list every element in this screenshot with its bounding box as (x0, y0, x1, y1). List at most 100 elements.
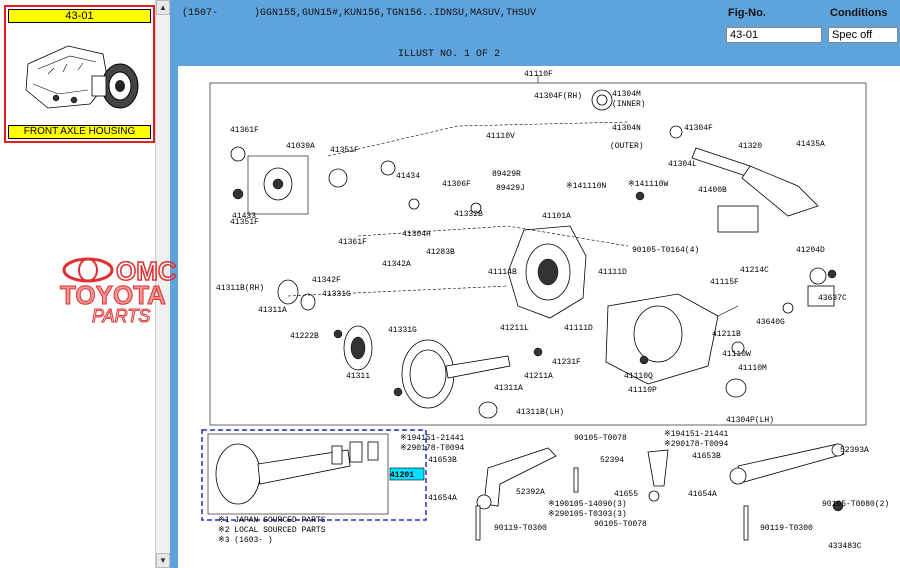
fig-no-label: Fig-No. (728, 7, 766, 19)
part-label[interactable]: 41342A (382, 260, 411, 269)
part-label[interactable]: 41110V (486, 132, 515, 141)
part-labels: 41304F(RH) 41304M(INNER) 41304N (OUTER) 4130… (216, 90, 889, 533)
scroll-up-arrow-icon[interactable]: ▲ (156, 0, 170, 15)
part-label[interactable]: (OUTER) (610, 142, 644, 151)
note-1: ※1 JAPAN SOURCED PARTS (218, 516, 326, 525)
part-label[interactable]: 41342F (312, 276, 341, 285)
part-label[interactable]: 41311 (346, 372, 370, 381)
part-label[interactable]: (INNER) (612, 100, 646, 109)
differential-case-drawing (230, 146, 348, 215)
part-label[interactable]: 41101A (542, 212, 571, 221)
part-label[interactable]: ※141110N (566, 182, 607, 191)
part-label[interactable]: 41435A (796, 140, 825, 149)
part-label[interactable]: 41653B (692, 452, 721, 461)
part-label[interactable]: 89429J (496, 184, 525, 193)
part-label[interactable]: 41110W (722, 350, 751, 359)
part-label[interactable]: 90105-T0164(4) (632, 246, 699, 255)
fig-no-field[interactable]: 43-01 (726, 27, 822, 43)
part-label[interactable]: 41111D (564, 324, 593, 333)
part-label[interactable]: 43637C (818, 294, 847, 303)
part-label[interactable]: 41214C (740, 266, 769, 275)
part-label[interactable]: 41304P(LH) (726, 416, 774, 425)
part-label[interactable]: 41204D (796, 246, 825, 255)
axle-housing-drawing (605, 293, 739, 385)
part-label[interactable]: 41304H (402, 230, 431, 239)
part-label[interactable]: 41304L (668, 160, 697, 169)
part-label[interactable]: ※290178-T0094 (664, 440, 729, 449)
parts-diagram: 41304F(RH) 41304M(INNER) 41304N (OUTER) 4130… (178, 66, 900, 568)
highlight-label[interactable]: 41201 (390, 471, 414, 480)
note-3: ※3 (1603- ) (218, 536, 273, 545)
part-label[interactable]: 41283B (426, 248, 455, 257)
left-panel: 43-01 FRONT AXLE HOUSING ▲ ▼ (0, 0, 170, 568)
part-label[interactable]: 41306F (442, 180, 471, 189)
part-label[interactable]: 41311B(RH) (216, 284, 264, 293)
part-label[interactable]: 41654A (688, 490, 717, 499)
part-label[interactable]: 41222B (290, 332, 319, 341)
part-label[interactable]: 41110M (738, 364, 767, 373)
illustration-counter: ILLUST NO. 1 OF 2 (398, 49, 501, 60)
part-label[interactable]: 41311A (494, 384, 523, 393)
part-label[interactable]: 41331G (388, 326, 417, 335)
part-label[interactable]: 41400B (698, 186, 727, 195)
output-shaft-drawing (691, 147, 835, 307)
highlighted-part-41201[interactable] (389, 467, 425, 481)
part-label[interactable]: 41304F(RH) (534, 92, 582, 101)
thumbnail-caption: FRONT AXLE HOUSING (8, 125, 151, 139)
conditions-label: Conditions (830, 7, 888, 19)
part-label[interactable]: 41433 (232, 212, 256, 221)
knuckle-arm-left-drawing (483, 447, 557, 507)
part-label[interactable]: 41351F (330, 146, 359, 155)
part-label[interactable]: 90119-T0300 (760, 524, 813, 533)
part-label[interactable]: 52394 (600, 456, 624, 465)
part-label[interactable]: 41331G (322, 290, 351, 299)
part-label[interactable]: 41211A (524, 372, 553, 381)
conditions-field[interactable]: Spec off (828, 27, 898, 43)
part-label[interactable]: 41332B (454, 210, 483, 219)
scroll-down-arrow-icon[interactable]: ▼ (156, 553, 170, 568)
part-label[interactable]: 41655 (614, 490, 638, 499)
part-label[interactable]: 41311B(LH) (516, 408, 564, 417)
part-label[interactable]: 41311A (258, 306, 287, 315)
part-label[interactable]: 41111D (598, 268, 627, 277)
part-label[interactable]: 52392A (516, 488, 545, 497)
pinion-set-highlight-box[interactable] (201, 429, 427, 521)
part-label[interactable]: 90105-T0080(2) (822, 500, 889, 509)
part-label[interactable]: 41304F (684, 124, 713, 133)
part-label[interactable]: 90119-T0300 (494, 524, 547, 533)
part-label[interactable]: ※290178-T0094 (400, 444, 465, 453)
note-2: ※2 LOCAL SOURCED PARTS (218, 526, 326, 535)
part-label[interactable]: ※194151-21441 (664, 430, 729, 439)
part-label[interactable]: 90105-T0078 (574, 434, 627, 443)
part-label[interactable]: 41115F (710, 278, 739, 287)
part-label[interactable]: 41351F (230, 218, 259, 227)
vertical-scrollbar[interactable]: ▲ ▼ (155, 0, 170, 568)
part-label[interactable]: 41110P (628, 386, 657, 395)
part-label[interactable]: 41434 (396, 172, 420, 181)
figure-reference: 433483C (828, 542, 862, 551)
part-label[interactable]: ※190105-14090(3) (548, 500, 627, 509)
part-label[interactable]: 41211B (712, 330, 741, 339)
part-label[interactable]: 43640G (756, 318, 785, 327)
part-label[interactable]: 52393A (840, 446, 869, 455)
part-label[interactable]: 41304M (612, 90, 641, 99)
part-label[interactable]: 89429R (492, 170, 521, 179)
part-label[interactable]: 41304N (612, 124, 641, 133)
part-label[interactable]: 90105-T0078 (594, 520, 647, 529)
part-label[interactable]: 41114B (488, 268, 517, 277)
part-label[interactable]: 41361F (230, 126, 259, 135)
part-label[interactable]: 41653B (428, 456, 457, 465)
part-label[interactable]: 41211L (500, 324, 529, 333)
figure-thumbnail[interactable]: 43-01 FRONT AXLE HOUSING (4, 5, 155, 143)
part-label[interactable]: ※194151-21441 (400, 434, 465, 443)
part-label[interactable]: 41231F (552, 358, 581, 367)
part-label[interactable]: 41039A (286, 142, 315, 151)
part-label[interactable]: ※290105-T0303(3) (548, 510, 627, 519)
part-label[interactable]: 41361F (338, 238, 367, 247)
part-label[interactable]: ※141110W (628, 180, 669, 189)
knuckle-arm-right-drawing (737, 443, 845, 483)
part-label[interactable]: 41110Q (624, 372, 653, 381)
part-label[interactable]: 41320 (738, 142, 762, 151)
assembly-label: 41110F (524, 70, 553, 79)
part-label[interactable]: 41654A (428, 494, 457, 503)
